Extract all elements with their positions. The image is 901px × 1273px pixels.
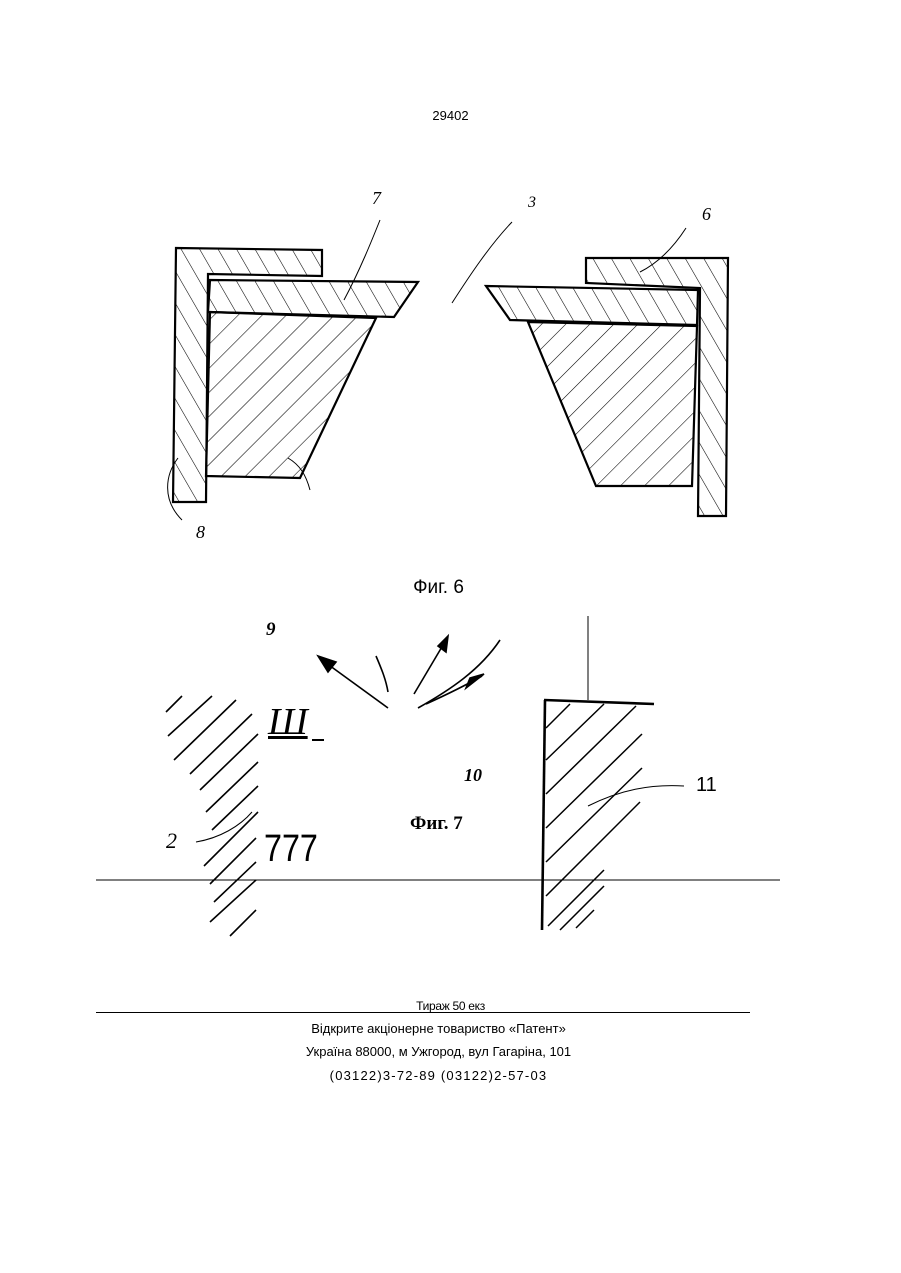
fig7-label-777: 777 [264, 828, 318, 871]
fig6-caption: Фиг. 6 [0, 577, 877, 599]
footer-divider [96, 1012, 750, 1013]
footer-company: Відкрите акціонерне товариство «Патент» [0, 1021, 877, 1036]
fig6-left-wedge [206, 312, 376, 478]
fig6-label-6: 6 [702, 204, 711, 225]
fig7-right-block [542, 616, 684, 930]
fig7-left-block [166, 696, 258, 936]
fig7-label-10: 10 [464, 765, 482, 786]
fig6-label-8: 8 [196, 522, 205, 543]
fig6-left-plate [208, 280, 418, 317]
footer-print-run: Тираж 50 екз [0, 999, 901, 1013]
fig7-label-11: 11 [696, 774, 717, 797]
fig7-arrows [318, 636, 500, 708]
fig6-label-3: 3 [528, 194, 536, 212]
fig7-label-2: 2 [166, 828, 177, 854]
footer-address: Україна 88000, м Ужгород, вул Гагаріна, … [0, 1044, 877, 1059]
footer-phones: (03122)3-72-89 (03122)2-57-03 [0, 1068, 877, 1083]
fig6-label-7: 7 [372, 188, 381, 209]
fig7-label-9: 9 [266, 619, 276, 641]
fig7-label-sh: Ш [268, 700, 308, 744]
fig6-left-assembly [173, 248, 418, 502]
fig6-right-assembly [486, 258, 728, 516]
fig6-right-wedge [528, 322, 697, 486]
fig6-right-plate [486, 286, 698, 325]
fig7-caption: Фиг. 7 [410, 813, 463, 835]
